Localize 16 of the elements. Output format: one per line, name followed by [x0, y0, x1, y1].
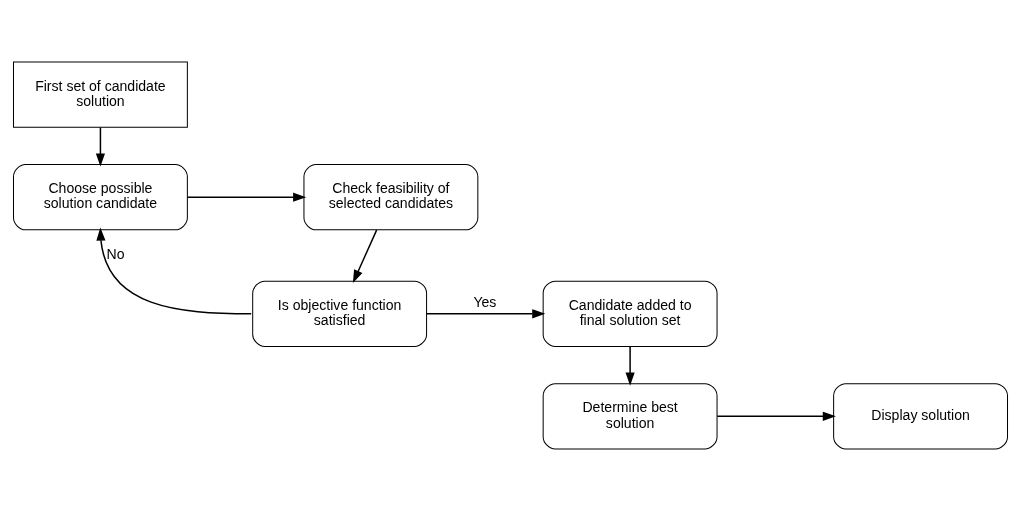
arrow — [95, 126, 105, 167]
arrow — [715, 411, 836, 421]
node-box: Display solution — [832, 382, 1008, 449]
node-box: First set of candidate solution — [12, 61, 188, 128]
arrow — [186, 192, 306, 202]
node-box: Check feasibility of selected candidates — [302, 163, 478, 230]
node-box: Choose possible solution candidate — [12, 163, 188, 230]
node-box: Is objective function satisfied — [251, 280, 427, 347]
arrow — [95, 227, 252, 315]
edge-label: No — [106, 245, 124, 262]
arrow — [352, 228, 377, 283]
arrow — [425, 308, 545, 318]
edge-label: Yes — [472, 293, 496, 310]
node-box: Candidate added to final solution set — [542, 280, 718, 347]
node-box: Determine best solution — [542, 382, 718, 449]
arrow — [625, 345, 635, 386]
